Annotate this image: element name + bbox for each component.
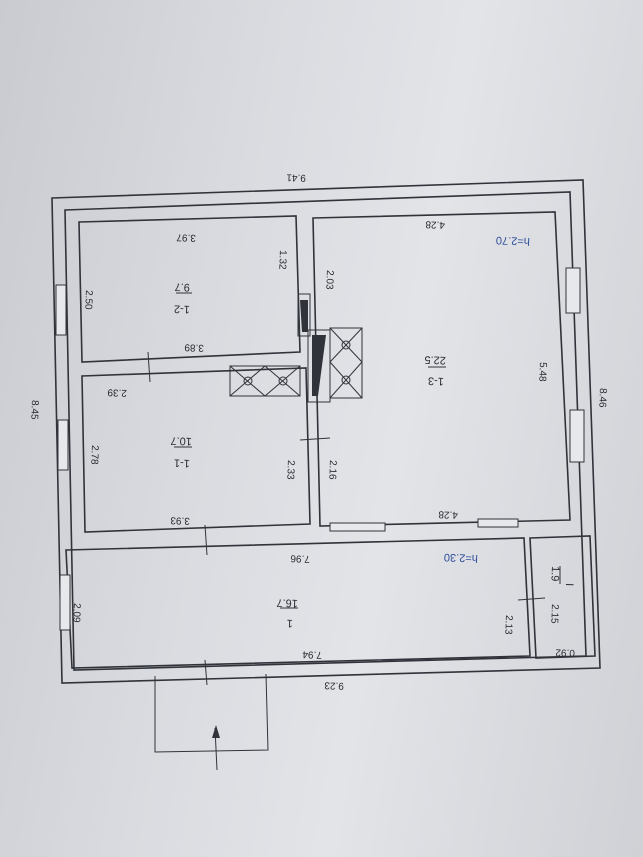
room-1-number: 1 <box>287 617 294 629</box>
door-tick <box>204 659 208 686</box>
burner-icon <box>341 340 351 350</box>
porch-outline <box>154 673 269 753</box>
burner-icon <box>278 376 288 386</box>
room-1-3-number: 1-3 <box>428 374 444 387</box>
door-tick <box>147 351 151 383</box>
room-1-3-left-dim: 2.03 <box>323 270 335 290</box>
room-1-3-area: 22.5 <box>424 353 446 366</box>
room-1-3-left-lower-dim: 2.16 <box>326 460 338 480</box>
inner-outer-wall <box>64 191 587 671</box>
stove-burner-lines-right <box>329 327 363 399</box>
room-1-1-left-dim: 2.78 <box>88 445 100 465</box>
overall-top-dim: 9.41 <box>286 171 306 183</box>
burner-icon <box>243 376 253 386</box>
room-1-1-outline <box>81 367 311 533</box>
room-1-1-bottom-dim: 3.93 <box>170 514 190 526</box>
chimney-block <box>297 293 311 337</box>
room-1-3-right-dim: 5.48 <box>536 362 548 382</box>
room-1-2-left-dim: 2.50 <box>82 290 94 310</box>
room-1-2-top-dim: 3.97 <box>176 231 196 243</box>
room-1-2-right-dim: 1.32 <box>276 250 288 270</box>
outer-wall <box>51 179 601 684</box>
room-1-area: 16.7 <box>276 596 298 609</box>
room-1-bottom-dim: 7.94 <box>302 648 322 660</box>
room-1-3-height: h=2.70 <box>496 234 530 247</box>
room-1-2-bottom-dim: 3.89 <box>184 341 204 353</box>
door-tick <box>299 437 331 441</box>
window <box>565 267 581 314</box>
stove-burner-lines-left <box>229 365 301 397</box>
door-tick <box>204 524 208 556</box>
window <box>57 419 69 471</box>
room-small-area: 1.9 <box>548 566 561 582</box>
room-1-height: h=2.30 <box>444 551 478 564</box>
room-small-width-dim: 0.92 <box>555 646 575 658</box>
stove-fill <box>312 335 326 396</box>
window <box>477 518 519 528</box>
overall-left-dim: 8.45 <box>28 400 40 420</box>
room-small-outline <box>529 535 596 659</box>
room-1-1-number: 1-1 <box>174 456 190 469</box>
room-1-2-number: 1-2 <box>174 302 190 315</box>
overall-bottom-dim: 9.23 <box>324 679 344 691</box>
room-1-1-right-dim: 2.33 <box>284 460 296 480</box>
overall-right-dim: 8.46 <box>596 388 608 408</box>
entry-arrow-icon <box>212 725 220 738</box>
room-1-right-dim: 2.13 <box>502 615 514 635</box>
window <box>55 284 67 336</box>
burner-icon <box>341 375 351 385</box>
room-1-1-area: 10.7 <box>170 434 192 447</box>
window <box>59 574 71 631</box>
room-1-1-top-dim: 2.39 <box>107 386 127 398</box>
window <box>329 522 386 532</box>
room-1-3-bottom-dim: 4.28 <box>438 508 458 520</box>
room-1-3-top-dim: 4.28 <box>425 218 445 230</box>
room-small-number: I <box>563 583 575 586</box>
room-small-length-dim: 2.15 <box>548 604 560 624</box>
room-1-left-dim: 2.09 <box>70 603 82 623</box>
stove-burner-box-right <box>329 327 363 399</box>
window <box>569 409 585 463</box>
chimney-fill <box>300 300 308 332</box>
room-1-2-area: 9.7 <box>174 280 190 293</box>
room-1-2-outline <box>78 215 301 363</box>
room-1-top-dim: 7.96 <box>290 552 310 564</box>
door-tick <box>517 597 546 601</box>
room-1-3-outline <box>312 211 571 527</box>
